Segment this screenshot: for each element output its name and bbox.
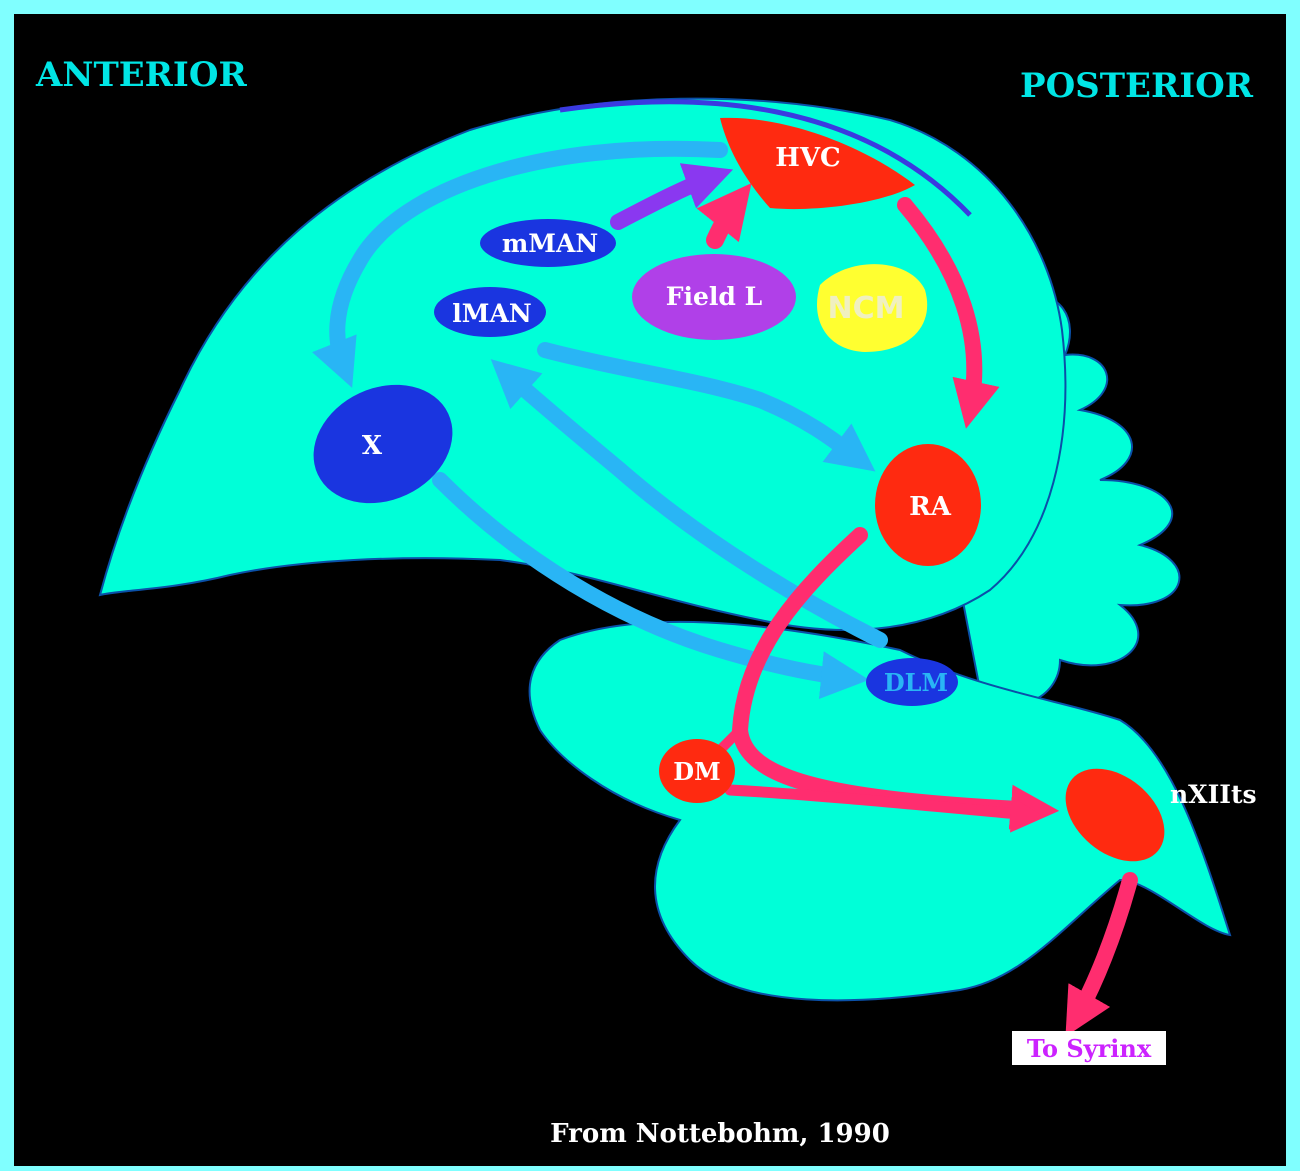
posterior-label: POSTERIOR: [1020, 66, 1254, 106]
diagram-canvas: ANTERIOR POSTERIOR HVC mMAN lMAN Field L…: [14, 14, 1286, 1166]
ncm-label: NCM: [828, 291, 905, 326]
mman-label: mMAN: [502, 229, 598, 258]
dm-label: DM: [673, 757, 720, 786]
lman-label: lMAN: [452, 299, 531, 328]
x-label: X: [362, 431, 383, 461]
nxiits-label: nXIIts: [1170, 780, 1257, 809]
anterior-label: ANTERIOR: [35, 55, 247, 95]
ra-label: RA: [909, 492, 952, 522]
hvc-label: HVC: [775, 143, 840, 173]
field-l-label: Field L: [666, 282, 763, 311]
song-system-diagram: ANTERIOR POSTERIOR HVC mMAN lMAN Field L…: [14, 14, 1286, 1166]
to-syrinx-label: To Syrinx: [1027, 1034, 1152, 1063]
dlm-label: DLM: [884, 668, 948, 697]
credit-label: From Nottebohm, 1990: [550, 1119, 890, 1149]
brain-outline: [100, 99, 1230, 1001]
